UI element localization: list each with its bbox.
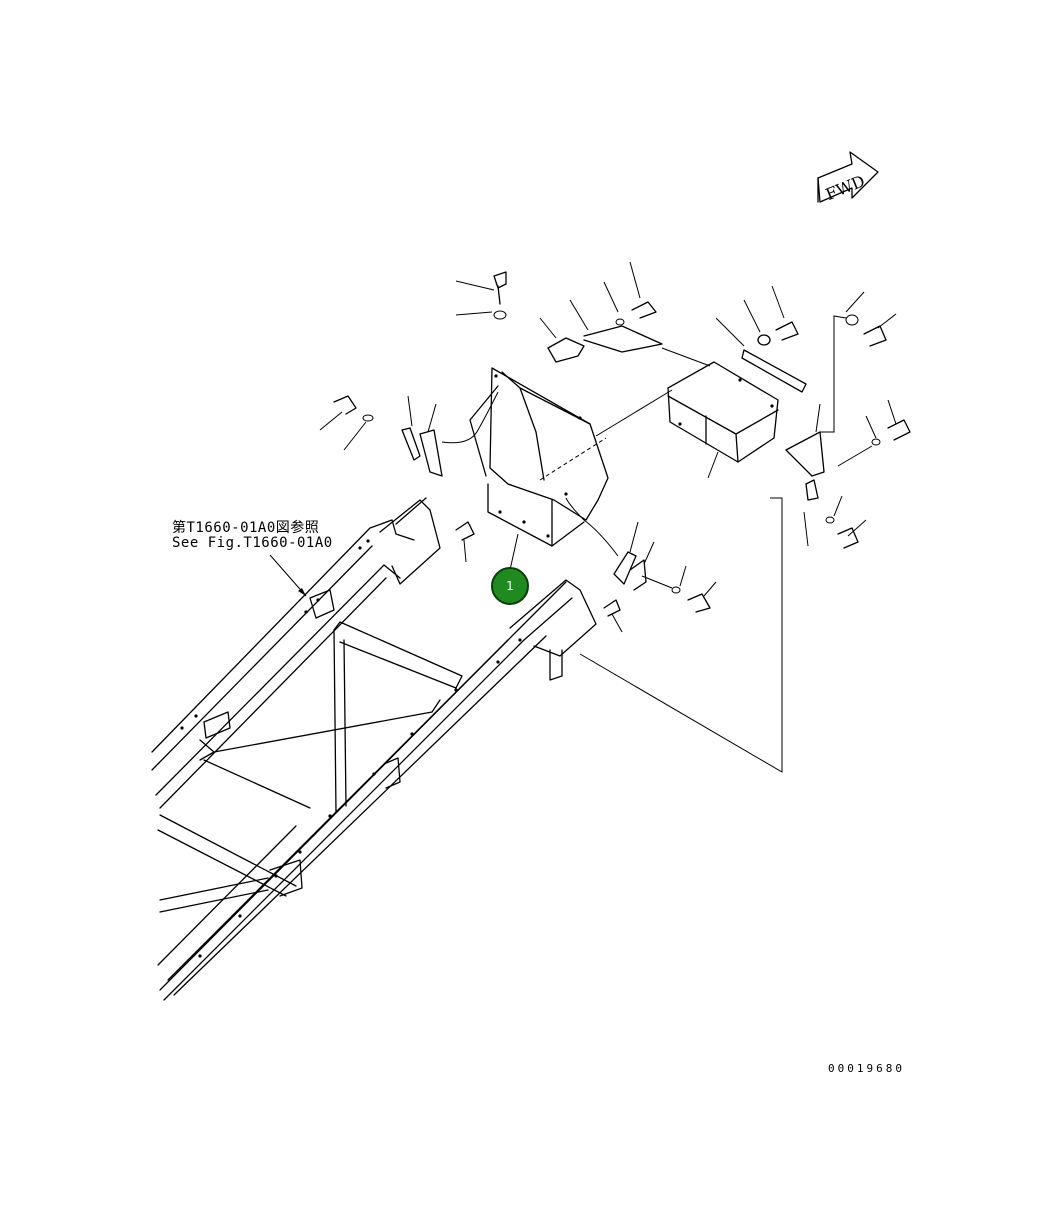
reference-label-jp: 第T1660-01A0図参照 — [172, 520, 320, 536]
callout-1-badge[interactable]: 1 — [491, 567, 529, 605]
leader-lines — [269, 315, 847, 773]
reference-label-en: See Fig.T1660-01A0 — [172, 535, 333, 551]
cover-assembly — [469, 367, 673, 547]
fasteners — [319, 261, 911, 633]
drawing-number: 00019680 — [828, 1062, 905, 1075]
battery-box — [667, 361, 779, 479]
main-frame — [151, 497, 597, 1001]
fwd-arrow-icon: FWD — [817, 151, 879, 204]
